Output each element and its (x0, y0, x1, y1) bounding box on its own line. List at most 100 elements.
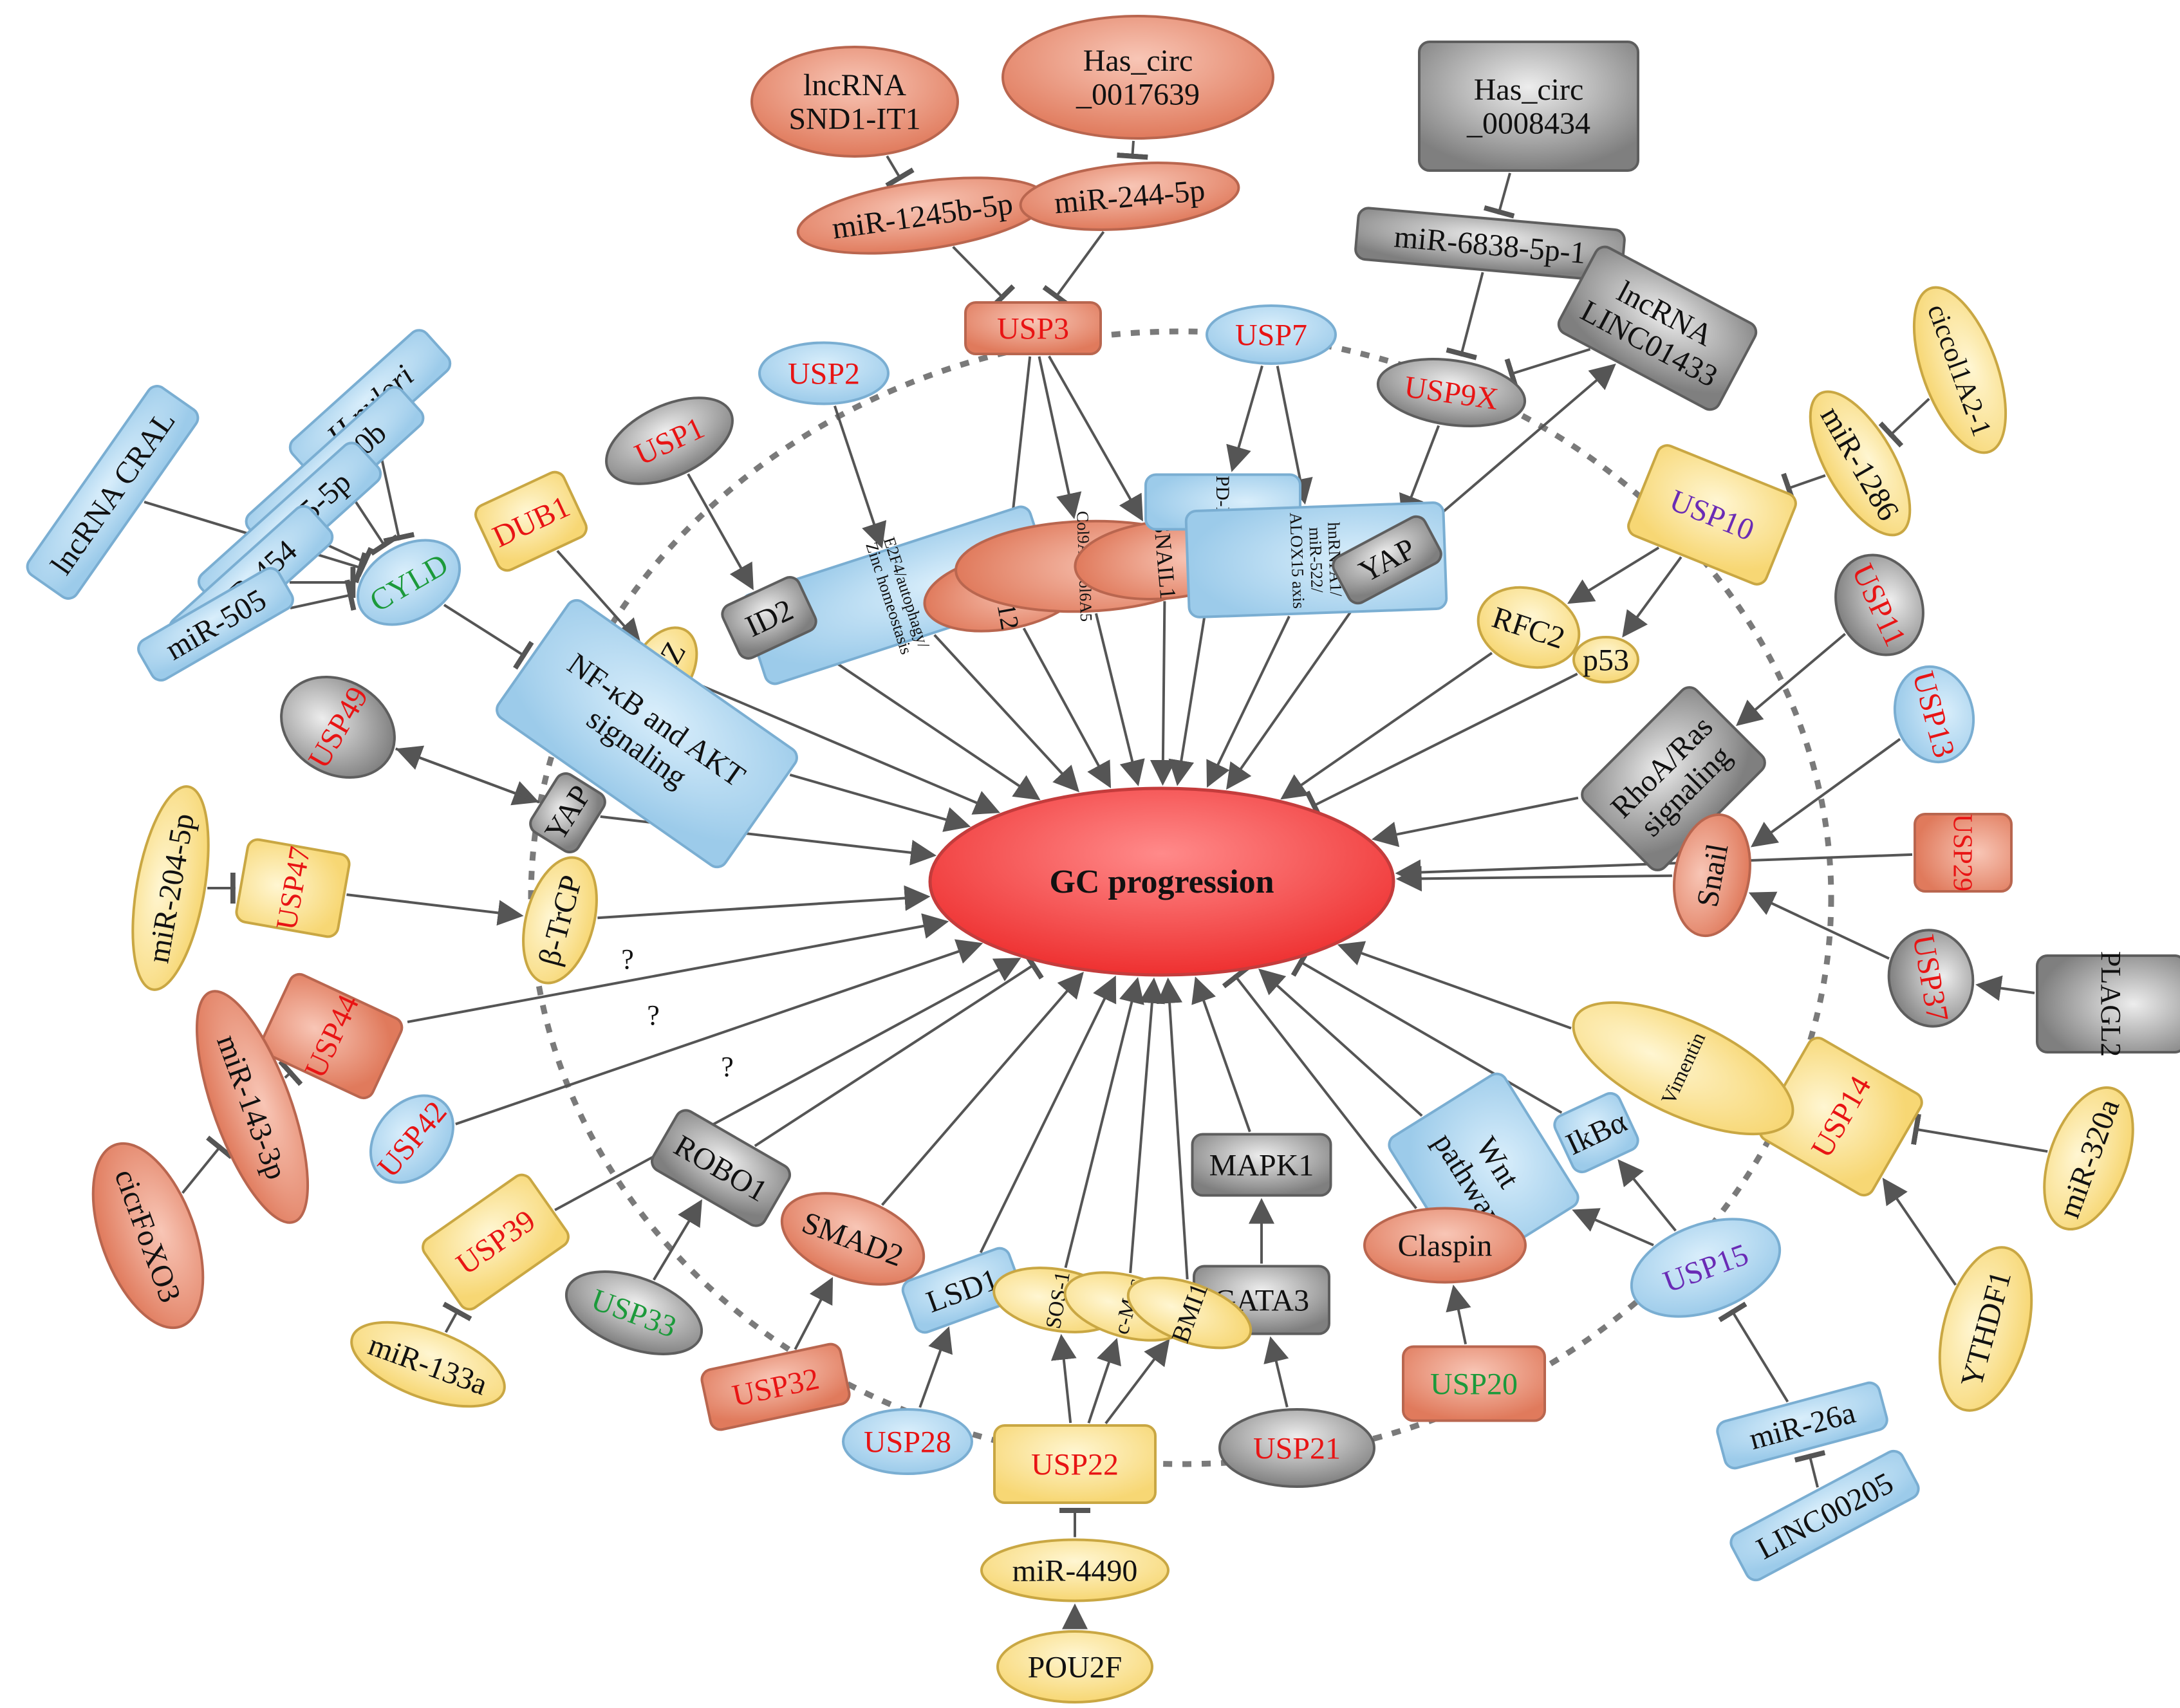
node-usp28[interactable]: USP28 (842, 1408, 973, 1475)
node-label-usp21: USP21 (1253, 1431, 1341, 1465)
node-usp44[interactable]: USP44 (257, 970, 405, 1101)
node-has-circ-0008434[interactable]: Has_circ_0008434 (1418, 41, 1639, 172)
node-shape-usp13 (1893, 665, 1975, 764)
node-usp39[interactable]: USP39 (419, 1171, 572, 1313)
node-usp13[interactable]: USP13 (1885, 658, 1984, 771)
node-mir-1286[interactable]: miR-1286 (1791, 376, 1930, 550)
node-usp20[interactable]: USP20 (1402, 1345, 1546, 1422)
node-mir-204[interactable]: miR-204-5p (120, 781, 222, 995)
node-claspin[interactable]: Claspin (1363, 1207, 1527, 1284)
node-usp49[interactable]: USP49 (263, 657, 413, 797)
node-shape-mir-244 (1019, 162, 1240, 231)
node-shape-usp1 (605, 396, 734, 485)
node-mir-4490[interactable]: miR-4490 (980, 1538, 1169, 1602)
node-label-line: lncRNA CRAL (44, 404, 182, 580)
node-lncrna-linc01433[interactable]: lncRNALINC01433 (1555, 243, 1760, 413)
node-label-line: _0008434 (1466, 107, 1590, 141)
node-shape-yap-top (1332, 515, 1442, 605)
node-mir-1245b[interactable]: miR-1245b-5p (794, 165, 1052, 266)
node-shape-usp3 (964, 301, 1102, 355)
node-usp11[interactable]: USP11 (1820, 541, 1939, 669)
node-circfoxo3[interactable]: cicrFoXO3 (71, 1129, 225, 1342)
node-has-circ-0017639[interactable]: Has_circ_0017639 (1001, 15, 1274, 140)
node-ythdf1[interactable]: YTHDF1 (1924, 1238, 2048, 1421)
edge-plagl2-to-usp37 (1975, 975, 2035, 1001)
node-usp14[interactable]: USP14 (1756, 1034, 1925, 1199)
edge-usp10-to-rfc2 (1567, 546, 1660, 604)
node-nfkb[interactable]: NF-κB and AKTsignaling (493, 597, 801, 871)
edge-usp7-to-pdl1 (1226, 365, 1263, 472)
node-label-line: SND1-IT1 (788, 102, 920, 136)
edge-usp7-to-hnrnpa1 (1276, 366, 1313, 505)
node-shape-claspin (1363, 1207, 1527, 1284)
node-cyld[interactable]: CYLD (343, 523, 475, 642)
center-node[interactable]: GC progression (928, 786, 1395, 977)
node-shape-usp21 (1218, 1408, 1375, 1488)
node-vimentin[interactable]: Vimentin (1556, 976, 1811, 1161)
node-usp22[interactable]: USP22 (993, 1424, 1157, 1504)
node-ciccol1a2[interactable]: ciccol1A2-1 (1896, 275, 2024, 464)
node-usp7[interactable]: USP7 (1206, 304, 1337, 365)
node-plagl2[interactable]: PLAGL2 (2036, 951, 2180, 1057)
edge-usp21-to-gata3 (1263, 1336, 1289, 1407)
node-smad2[interactable]: SMAD2 (770, 1176, 936, 1302)
node-p53[interactable]: p53 (1572, 636, 1639, 683)
node-label-line: Claspin (1398, 1229, 1493, 1263)
node-shape-ikba (1553, 1091, 1639, 1174)
node-shape-usp44 (259, 972, 404, 1100)
edge-has_circ_0017639-to-mir_244 (1117, 140, 1148, 160)
gc-progression-label: GC progression (1049, 864, 1274, 900)
node-dub1[interactable]: DUB1 (472, 469, 590, 573)
node-shape-usp29 (1914, 813, 2013, 893)
node-shape-ciccol1a2 (1912, 286, 2008, 454)
node-usp10[interactable]: USP10 (1625, 442, 1798, 587)
node-shape-plagl2 (2036, 954, 2180, 1054)
node-shape-usp10 (1627, 444, 1797, 586)
edge-usp15-to-ikba (1617, 1159, 1677, 1232)
node-usp1[interactable]: USP1 (593, 380, 746, 501)
node-usp29[interactable]: USP29 (1914, 813, 2013, 893)
edge-smad2-to-center (880, 971, 1084, 1206)
node-shape-usp47 (235, 838, 351, 938)
node-label-usp7: USP7 (1235, 318, 1307, 352)
edge-ciccol1a2-to-mir_1286 (1878, 398, 1930, 448)
node-mir-244[interactable]: miR-244-5p (1018, 154, 1241, 237)
node-lsd1[interactable]: LSD1 (900, 1245, 1025, 1335)
node-bmi1[interactable]: BMI1 (1119, 1262, 1260, 1364)
node-robo1[interactable]: ROBO1 (648, 1107, 794, 1230)
node-usp2[interactable]: USP2 (758, 341, 890, 405)
node-usp42[interactable]: USP42 (354, 1079, 470, 1199)
node-yap-top[interactable]: YAP (1330, 513, 1445, 607)
node-btrcp[interactable]: β-TrCP (510, 849, 609, 991)
node-pou2f[interactable]: POU2F (996, 1630, 1153, 1703)
edge-vimentin-to-center (1337, 941, 1572, 1030)
edge-usp22-to-sos1 (1050, 1333, 1077, 1424)
node-label-line: ALOX15 axis (1286, 512, 1309, 609)
edge-rhoa-to-center (1371, 796, 1579, 848)
node-usp37[interactable]: USP37 (1881, 924, 1980, 1033)
node-mir-26a[interactable]: miR-26a (1715, 1380, 1890, 1471)
node-usp15[interactable]: USP15 (1618, 1201, 1793, 1335)
node-mir-320a[interactable]: miR-320a (2027, 1075, 2150, 1241)
node-id2[interactable]: ID2 (719, 574, 819, 662)
node-ikba[interactable]: IkBα (1551, 1090, 1641, 1176)
node-mir-6838[interactable]: miR-6838-5p-1 (1354, 207, 1626, 283)
node-snail[interactable]: Snail (1665, 808, 1759, 942)
node-linc00205[interactable]: LINC00205 (1728, 1447, 1922, 1583)
node-lncrna-cral[interactable]: lncRNA CRAL (23, 382, 201, 602)
question-mark-2: ? (647, 999, 660, 1031)
node-usp3[interactable]: USP3 (964, 301, 1102, 355)
node-mapk1[interactable]: MAPK1 (1191, 1133, 1332, 1197)
node-usp21[interactable]: USP21 (1218, 1408, 1375, 1488)
node-rfc2[interactable]: RFC2 (1467, 575, 1589, 680)
node-usp47[interactable]: USP47 (235, 838, 351, 938)
node-usp9x[interactable]: USP9X (1374, 350, 1529, 434)
node-usp33[interactable]: USP33 (555, 1256, 713, 1371)
edge-mir_6838-to-usp9x (1446, 272, 1484, 360)
node-label-usp3: USP3 (997, 311, 1069, 346)
node-mir-133a[interactable]: miR-133a (341, 1305, 516, 1424)
node-usp32[interactable]: USP32 (700, 1342, 852, 1432)
node-shape-btrcp (522, 856, 598, 985)
node-label-mapk1: MAPK1 (1209, 1148, 1314, 1182)
